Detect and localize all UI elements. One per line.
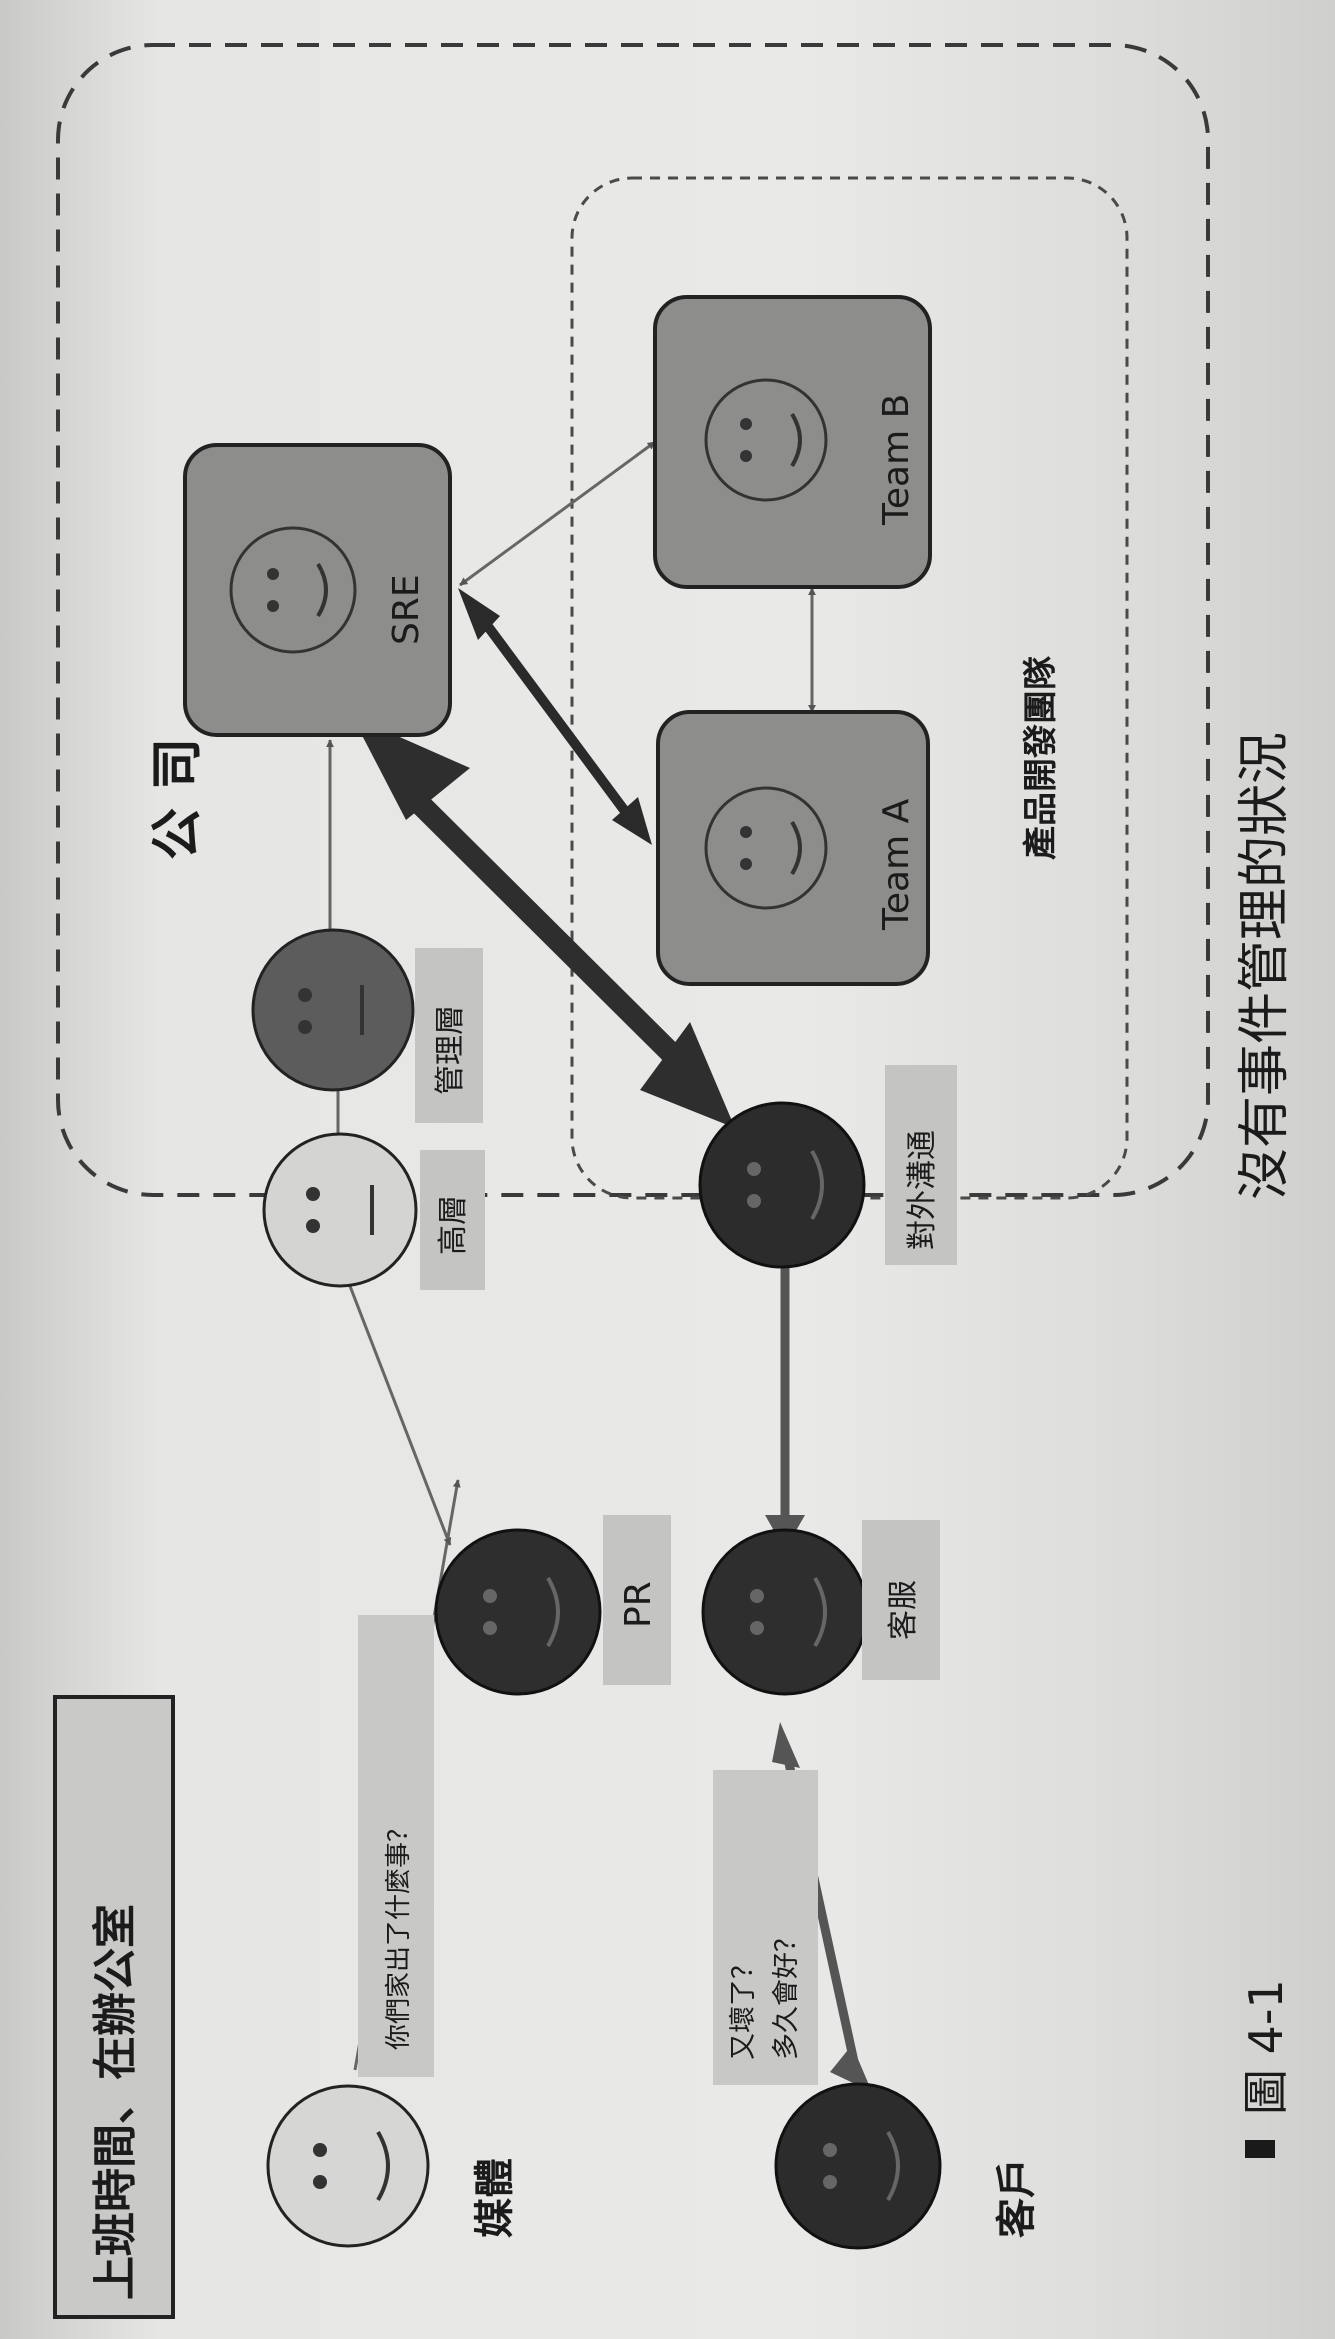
box-team-a-text: Team A — [876, 798, 917, 931]
face-media — [266, 2084, 430, 2248]
label-media: 媒體 — [472, 2158, 518, 2238]
face-executive — [262, 1132, 418, 1288]
face-customer — [774, 2082, 942, 2250]
tag-external-comm-text: 對外溝通 — [905, 1130, 940, 1250]
arrow-pr-executive — [336, 1254, 452, 1546]
caption-text: 沒有事件管理的狀況 — [1235, 732, 1295, 1200]
product-team-boundary — [570, 176, 1129, 1200]
box-sre-text: SRE — [386, 574, 427, 645]
tag-external-comm: 對外溝通 — [885, 1065, 957, 1265]
tag-support-text: 客服 — [886, 1580, 921, 1640]
tag-executive: 高層 — [420, 1150, 485, 1290]
tag-pr: PR — [603, 1515, 671, 1685]
face-support — [701, 1528, 869, 1696]
speech-customer: 又壞了？ 多久會好？ — [713, 1770, 818, 2085]
arrow-external-sre — [352, 716, 735, 1128]
label-customer: 客戶 — [994, 2158, 1040, 2238]
caption-figure-number: 圖 4-1 — [1239, 1979, 1293, 2115]
company-boundary — [56, 43, 1210, 1197]
tag-management-text: 管理層 — [433, 1005, 468, 1095]
box-team-b-text: Team B — [876, 394, 917, 526]
speech-media: 你們家出了什麼事？ — [358, 1615, 434, 2077]
product-team-label: 產品開發團隊 — [1021, 656, 1061, 860]
box-team-a: Team A — [656, 710, 930, 986]
arrow-sre-teamb — [459, 440, 656, 587]
tag-executive-text: 高層 — [436, 1195, 471, 1255]
title-text: 上班時間、在辦公室 — [90, 1904, 141, 2300]
face-pr — [434, 1528, 602, 1696]
tag-support: 客服 — [862, 1520, 940, 1680]
speech-media-text: 你們家出了什麼事？ — [384, 1816, 414, 2050]
face-external-comm — [698, 1101, 866, 1269]
box-sre: SRE — [183, 443, 452, 737]
tag-management: 管理層 — [415, 948, 483, 1123]
speech-customer-line1: 又壞了？ — [728, 1952, 759, 2060]
company-label: 公 司 — [148, 738, 208, 860]
caption: 圖 4-1 沒有事件管理的狀況 — [1235, 732, 1295, 2158]
tag-pr-text: PR — [618, 1581, 659, 1628]
title-box: 上班時間、在辦公室 — [53, 1695, 175, 2319]
box-team-b: Team B — [653, 295, 932, 589]
face-management — [251, 928, 415, 1092]
speech-customer-line2: 多久會好？ — [771, 1925, 802, 2060]
arrow-sre-teama — [458, 588, 652, 845]
